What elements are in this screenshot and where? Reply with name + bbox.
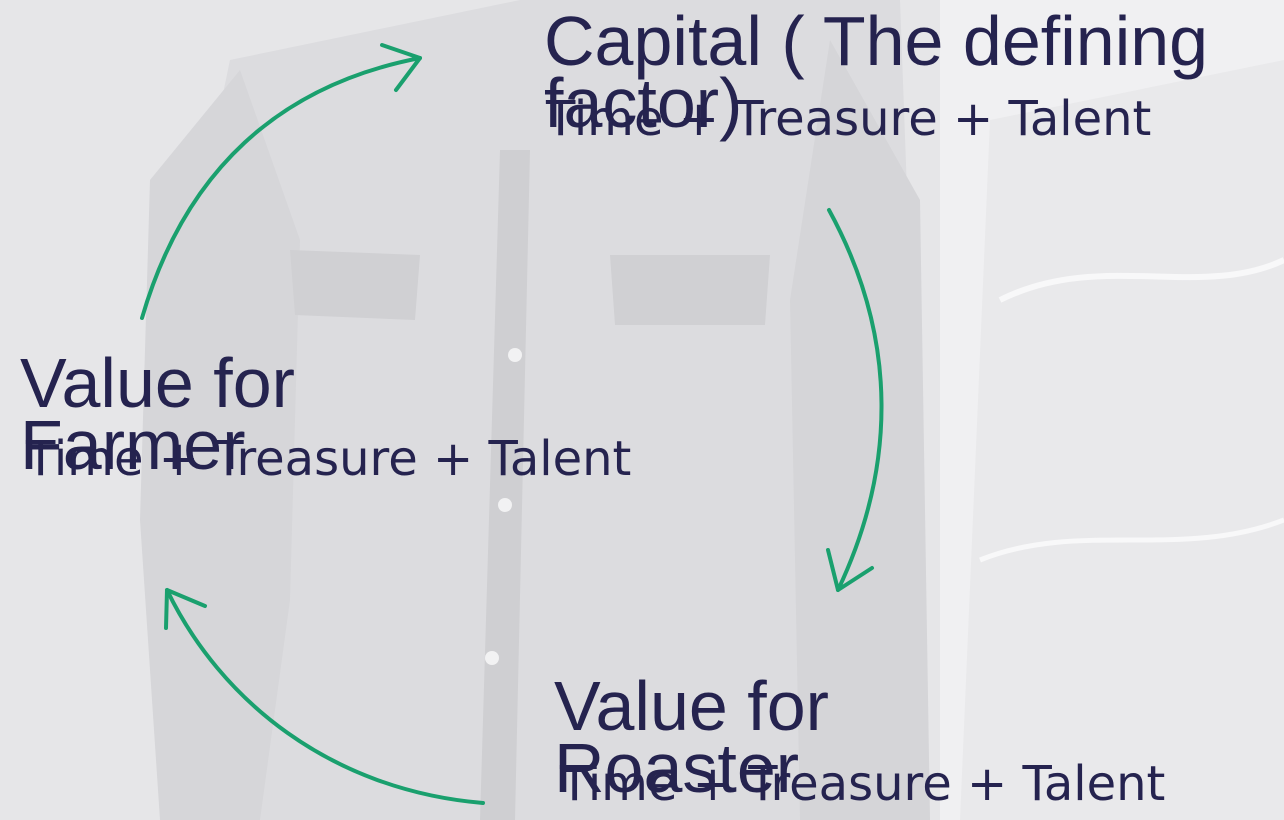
capital-subtitle: Time + Treasure + Talent xyxy=(546,91,1152,147)
arrow-farmer-to-capital xyxy=(140,56,422,320)
arrow-roaster-to-farmer xyxy=(165,588,485,805)
arrowhead-capital xyxy=(380,43,422,92)
roaster-title: Value for Roaster xyxy=(554,667,829,807)
capital-title: Capital ( The defining factor) xyxy=(544,2,1209,142)
cycle-arrow-icon xyxy=(140,43,884,805)
arrowhead-farmer xyxy=(164,588,207,630)
roaster-subtitle: Time + Treasure + Talent xyxy=(560,756,1166,812)
arrowhead-roaster xyxy=(826,548,874,592)
arrow-capital-to-roaster xyxy=(827,208,884,592)
farmer-subtitle: Time + Treasure + Talent xyxy=(26,431,632,487)
farmer-title: Value for Farmer xyxy=(20,344,295,484)
